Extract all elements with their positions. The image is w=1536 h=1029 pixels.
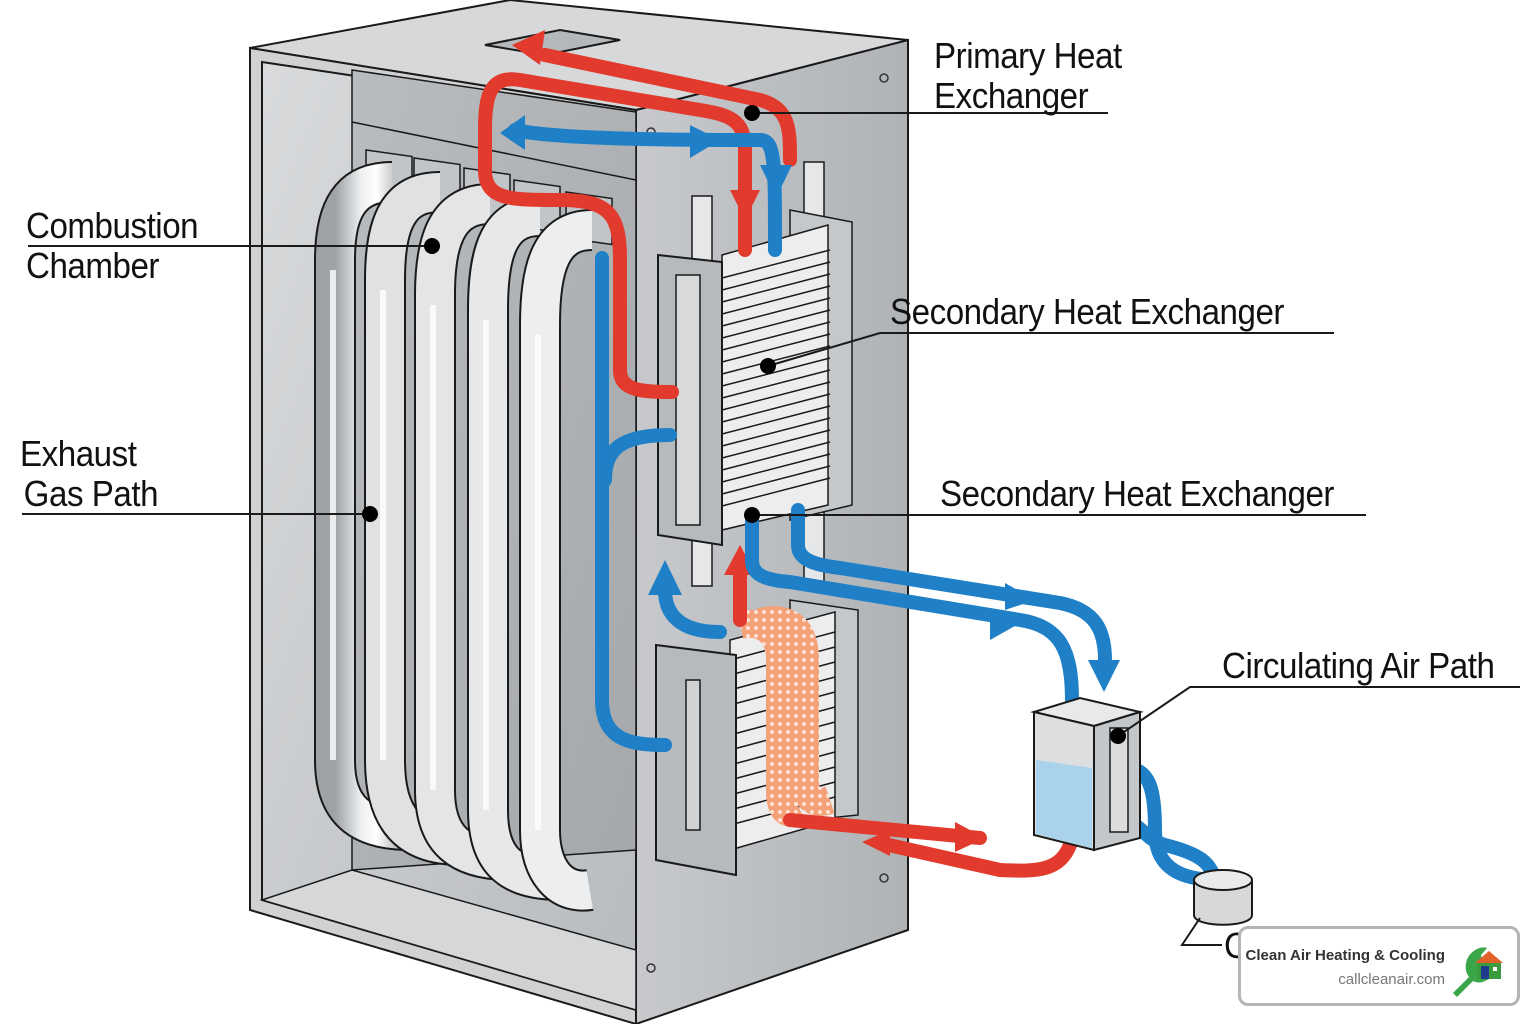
hot-flow-paths: [478, 48, 1077, 878]
label-primary-heat-exchanger: Primary Heat Exchanger: [934, 35, 1122, 116]
company-name: Clean Air Heating & Cooling: [1245, 947, 1445, 964]
hot-arrow-icon: [730, 190, 760, 220]
screw-icon: [879, 73, 889, 83]
label-exhaust-gas-path: Exhaust Gas Path: [20, 433, 159, 514]
water-level: [1036, 760, 1092, 848]
cool-arrow-icon: [690, 125, 720, 158]
drain-cup: [1193, 869, 1253, 926]
label-combustion-chamber: Combustion Chamber: [26, 205, 199, 286]
company-badge[interactable]: Clean Air Heating & Cooling callcleanair…: [1238, 926, 1520, 1006]
label-circulating-air-path: Circulating Air Path: [1222, 645, 1495, 686]
cool-arrow-icon: [648, 560, 682, 595]
condensate-reservoir: [1030, 696, 1144, 852]
burner-tubes: [314, 161, 594, 912]
burner-tube: [519, 209, 594, 912]
hot-arrow-icon: [862, 830, 890, 856]
cool-flow-lower-up: [658, 583, 727, 639]
interior-floor: [259, 869, 637, 1012]
leader-lines: [22, 112, 1520, 946]
leader-dot-circulating: [1110, 728, 1126, 744]
screw-icon: [646, 963, 656, 973]
fins: [721, 249, 831, 507]
secondary-heat-exchanger-upper: [657, 161, 853, 587]
hot-flow-bottom-out: [783, 813, 987, 845]
hot-flow-bottom-return: [873, 836, 1077, 878]
hot-flow-top: [538, 48, 797, 167]
cool-arrow-icon: [1088, 660, 1120, 692]
cool-flow-out-2: [791, 503, 1112, 667]
cool-arrow-icon: [990, 612, 1022, 640]
leader-dot-secondary-1: [760, 358, 776, 374]
cool-flow-paths: [508, 123, 1232, 887]
cool-flow-branch: [598, 428, 677, 487]
leader-dot-combustion: [424, 238, 440, 254]
hot-arrow-icon: [512, 30, 545, 65]
cool-arrow-icon: [1005, 583, 1035, 610]
cool-flow-out-1: [745, 513, 1079, 707]
wrench-house-logo-icon: [1453, 947, 1503, 997]
cool-flow-left-down: [595, 251, 672, 752]
hot-arrow-icon: [955, 822, 985, 852]
leader-dot-primary: [744, 105, 760, 121]
cool-arrow-icon: [760, 165, 792, 198]
label-secondary-heat-exchanger-2: Secondary Heat Exchanger: [940, 473, 1335, 514]
heating-coil: [736, 606, 835, 827]
company-url[interactable]: callcleanair.com: [1338, 971, 1445, 988]
cool-arrow-icon: [500, 115, 525, 150]
screw-icon: [879, 873, 889, 883]
secondary-heat-exchanger-lower: [655, 599, 859, 877]
hot-flow-loop: [478, 72, 752, 399]
leader-dots: [362, 105, 1126, 744]
leader-dot-exhaust: [362, 506, 378, 522]
label-secondary-heat-exchanger-1: Secondary Heat Exchanger: [890, 291, 1285, 332]
leader-dot-secondary-2: [744, 507, 760, 523]
